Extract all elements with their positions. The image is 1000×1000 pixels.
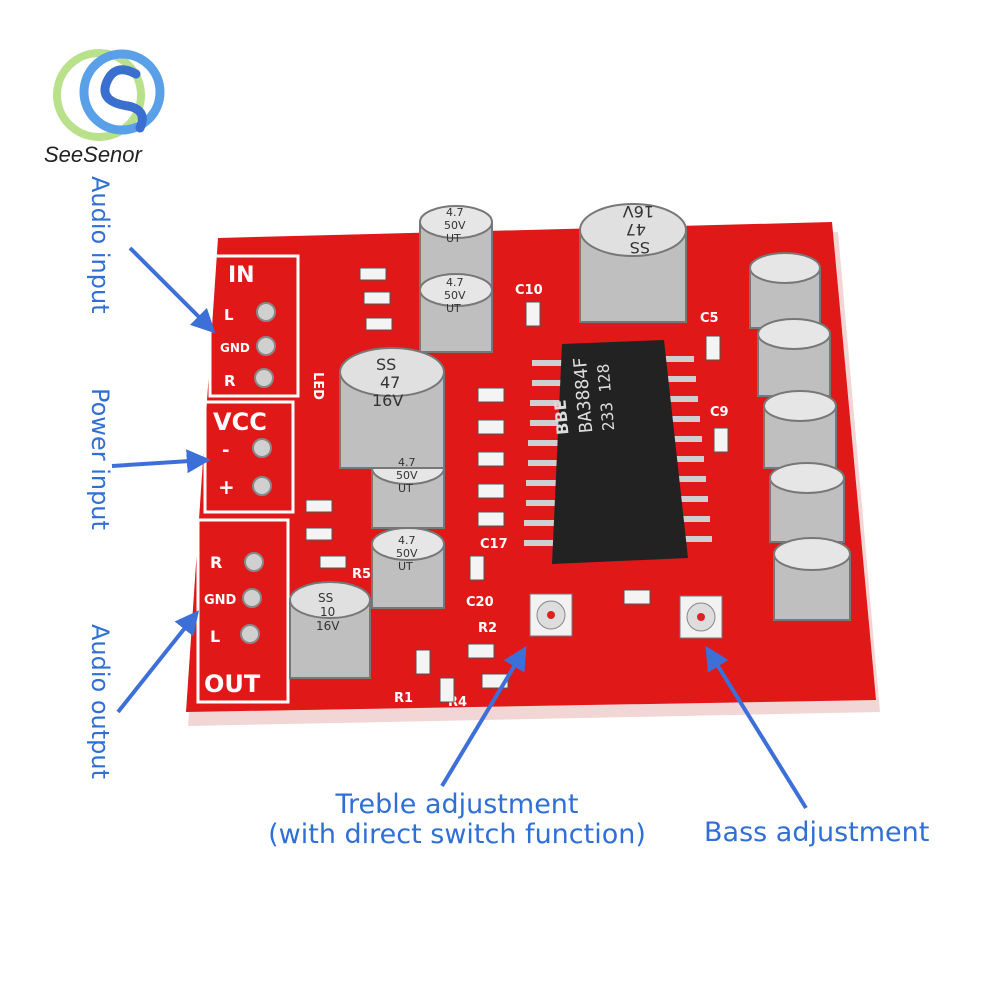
treble-pot — [529, 593, 573, 637]
cap4-voltage: 50V — [396, 547, 418, 560]
label-power-input: Power input — [86, 388, 114, 530]
arrow-treble — [440, 645, 527, 788]
chip-brand: BBE — [550, 399, 572, 436]
brand-name: SeeSenor — [44, 142, 142, 167]
cap-out-voltage: 16V — [316, 619, 340, 633]
cap4-series: UT — [398, 560, 413, 573]
silk-in: IN — [228, 263, 255, 288]
arrow-audio-input — [128, 246, 216, 334]
cap2-value: 4.7 — [446, 276, 464, 289]
cap-big-left-brand: SS — [376, 355, 396, 374]
cap-big-top-voltage: 16V — [623, 202, 654, 221]
cap4-value: 4.7 — [398, 534, 416, 547]
arrow-bass — [705, 645, 808, 810]
silk-vcc: VCC — [213, 408, 267, 436]
silk-r1: R1 — [394, 691, 413, 706]
silk-out-r: R — [210, 553, 222, 572]
cap1-voltage: 50V — [444, 219, 466, 232]
cap3-value: 4.7 — [398, 456, 416, 469]
silk-c9: C9 — [710, 405, 729, 420]
cap1-value: 4.7 — [446, 206, 464, 219]
cap-big-left-voltage: 16V — [372, 391, 403, 410]
silk-vcc-plus: + — [218, 475, 235, 499]
cap3-voltage: 50V — [396, 469, 418, 482]
silk-in-r: R — [224, 372, 236, 390]
ic-chip: BBE BA3884F 233 128 — [524, 340, 712, 564]
seesenor-logo — [44, 40, 184, 170]
silk-led: LED — [310, 372, 325, 400]
silk-in-l: L — [224, 306, 234, 324]
cap2-series: UT — [446, 302, 461, 315]
label-audio-input: Audio input — [86, 176, 114, 314]
silk-vcc-minus: - — [222, 440, 229, 461]
cap-big-left-value: 47 — [380, 373, 400, 392]
silk-r5: R5 — [352, 567, 371, 582]
silk-out-l: L — [210, 627, 220, 646]
silk-in-gnd: GND — [220, 341, 250, 355]
silk-c17: C17 — [480, 537, 508, 552]
silk-c20: C20 — [466, 595, 494, 610]
silk-r2: R2 — [478, 621, 497, 636]
cap-out-value: 10 — [320, 605, 335, 619]
cap-out-brand: SS — [318, 591, 333, 605]
silk-c5: C5 — [700, 311, 719, 326]
silk-c10: C10 — [515, 283, 543, 298]
arrow-audio-output — [116, 610, 199, 714]
cap1-series: UT — [446, 232, 461, 245]
label-treble-line2: (with direct switch function) — [268, 819, 646, 850]
cap-big-top-brand: SS — [630, 238, 650, 257]
label-treble: Treble adjustment (with direct switch fu… — [262, 790, 652, 850]
cap3-series: UT — [398, 482, 413, 495]
bass-pot — [679, 595, 723, 639]
label-treble-line1: Treble adjustment — [335, 789, 579, 820]
silk-out: OUT — [204, 670, 261, 698]
cap2-voltage: 50V — [444, 289, 466, 302]
cap-big-top-value: 47 — [626, 220, 646, 239]
label-bass: Bass adjustment — [704, 817, 930, 848]
arrow-power-input — [111, 449, 211, 474]
silk-out-gnd: GND — [204, 593, 237, 608]
label-audio-output: Audio output — [86, 624, 114, 780]
